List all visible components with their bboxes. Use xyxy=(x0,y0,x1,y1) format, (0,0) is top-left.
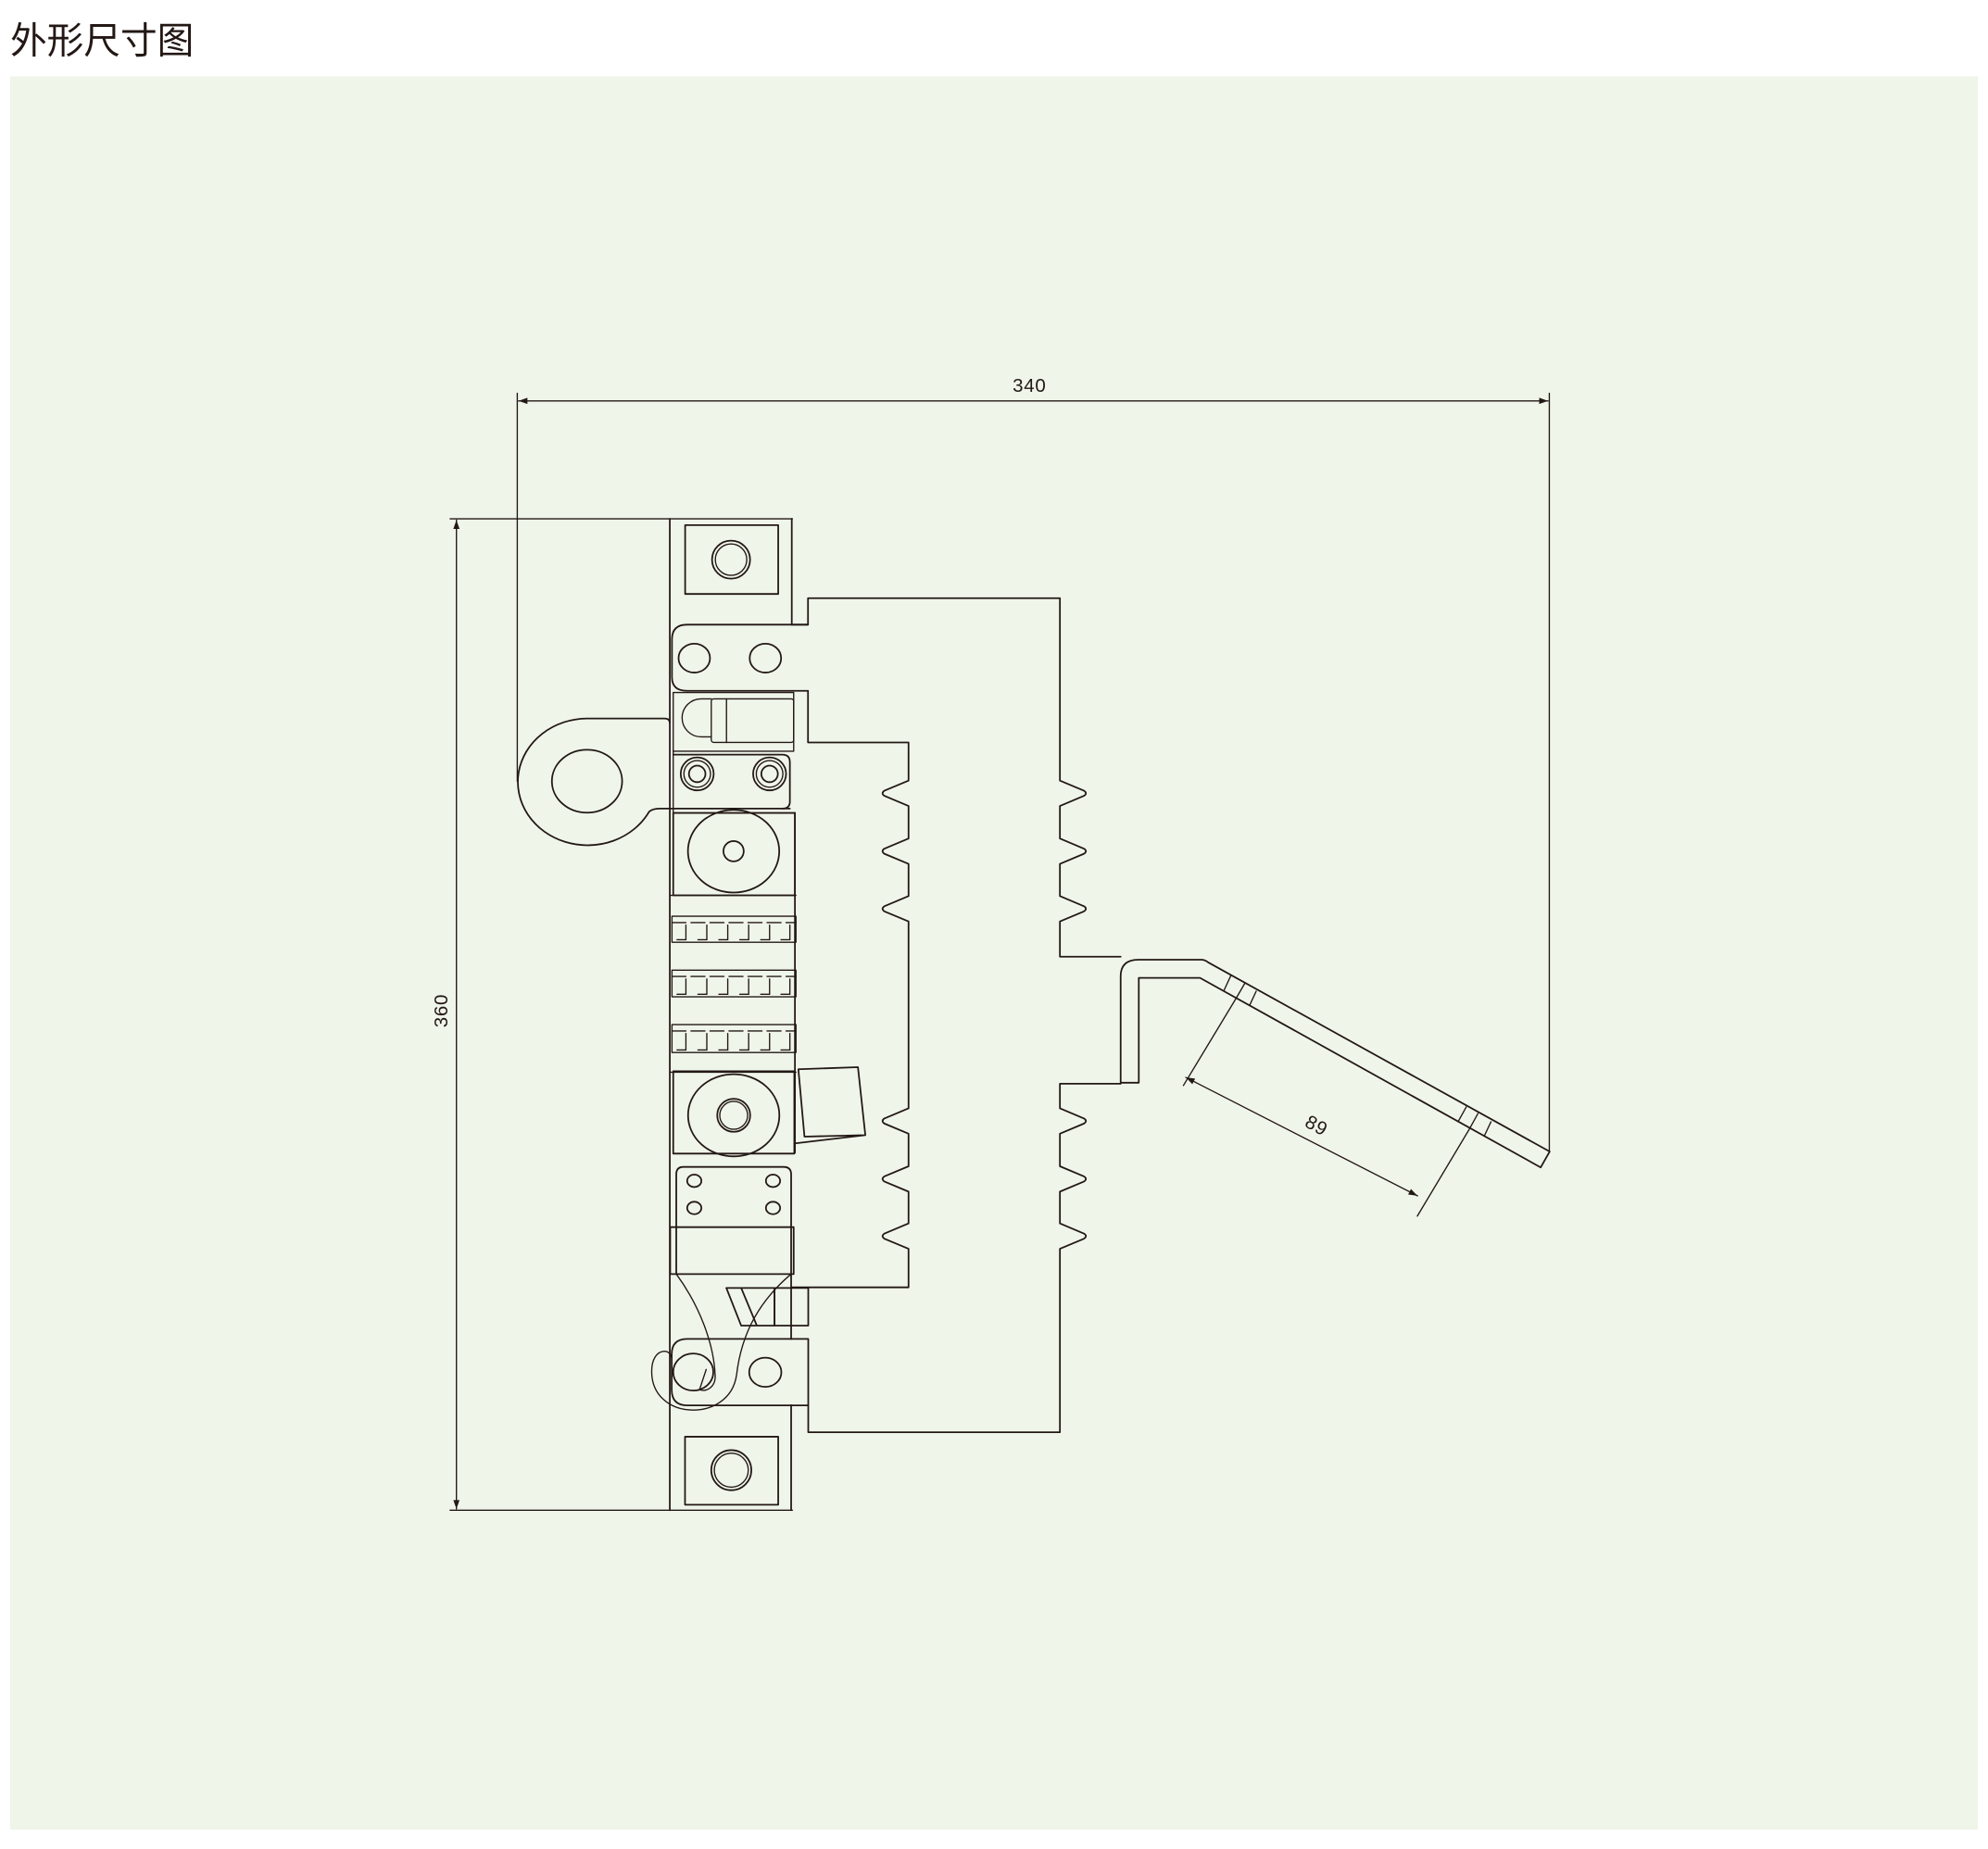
rib-block xyxy=(671,915,797,943)
page-title: 外形尺寸图 xyxy=(10,20,194,63)
switch-blade xyxy=(1119,959,1551,1169)
upper-contact-disk xyxy=(686,809,781,894)
mounting-hole-icon xyxy=(764,1174,782,1189)
mounting-plate xyxy=(675,1165,792,1276)
blade-extension-1 xyxy=(1182,997,1238,1087)
terminal-bolt-icon xyxy=(710,1449,752,1491)
blade-extension-2 xyxy=(1416,1127,1471,1217)
lug-hole-icon xyxy=(550,748,623,814)
disk-center-hole-icon xyxy=(723,840,745,862)
washer-icon xyxy=(679,756,715,792)
drawing-panel xyxy=(9,76,1979,1830)
outer-insulator-outline xyxy=(790,597,1122,1434)
bracket-hole-icon xyxy=(672,1352,714,1391)
blade-marks xyxy=(1223,975,1492,1137)
washer-plate xyxy=(672,753,791,810)
ribbed-blocks xyxy=(669,894,797,1074)
lower-contact-box xyxy=(672,1070,796,1155)
washer-icon xyxy=(752,756,787,792)
bracket-hole-icon xyxy=(748,1356,783,1389)
pawl-stop xyxy=(774,1287,810,1327)
ring-lug xyxy=(517,717,791,847)
inner-insulator-outline xyxy=(790,689,910,1289)
blade-dimension-line xyxy=(1185,1076,1418,1197)
mounting-plate-base xyxy=(669,1226,795,1276)
terminal-bolt-icon xyxy=(711,539,751,580)
switch-outline xyxy=(517,518,1551,1512)
latch-tongue xyxy=(711,698,795,744)
lower-contact-disk xyxy=(686,1073,781,1158)
latch-slot xyxy=(681,698,712,738)
tilted-latch-block xyxy=(793,1066,866,1145)
hook-spring xyxy=(675,1273,716,1391)
width-dimension-label: 340 xyxy=(1013,375,1046,396)
mounting-hole-icon xyxy=(764,1201,782,1215)
bracket-hole-icon xyxy=(749,642,783,673)
height-dimension-label: 360 xyxy=(431,994,452,1027)
rib-block xyxy=(671,1024,797,1053)
mounting-hole-icon xyxy=(686,1201,703,1215)
bracket-hole-icon xyxy=(677,642,711,673)
upper-bracket xyxy=(671,623,810,692)
top-terminal xyxy=(684,523,779,596)
rib-block xyxy=(671,969,797,998)
disk-center-ring-icon xyxy=(716,1098,751,1133)
lower-bracket xyxy=(671,1338,810,1407)
mounting-hole-icon xyxy=(686,1174,703,1189)
bottom-terminal xyxy=(684,1436,779,1506)
